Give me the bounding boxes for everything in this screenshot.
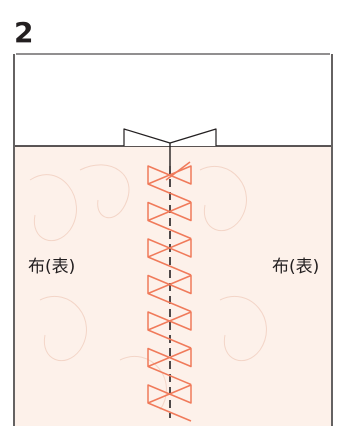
cross-stitch-6 (147, 347, 192, 386)
cross-stitch-3 (147, 238, 192, 276)
left-fabric-label: 布(表) (28, 257, 75, 277)
texture-swirl-1 (29, 174, 77, 242)
texture-swirl-5 (219, 295, 267, 362)
cross-stitch-4 (147, 274, 192, 313)
cross-stitch-2 (147, 201, 192, 240)
right-fabric-label: 布(表) (272, 257, 319, 277)
cross-stitch-1 (147, 165, 192, 203)
texture-swirl-6 (119, 355, 167, 411)
texture-swirl-2 (79, 164, 130, 218)
texture-swirl-4 (199, 165, 247, 232)
lead-in-stitch (165, 161, 191, 181)
cross-stitch-5 (147, 311, 192, 349)
texture-swirl-3 (39, 295, 87, 362)
step-number: 2 (14, 16, 33, 49)
cross-stitches (147, 161, 192, 422)
frame (13, 53, 333, 426)
fabric-texture (29, 164, 267, 411)
cross-stitch-7 (147, 384, 192, 422)
